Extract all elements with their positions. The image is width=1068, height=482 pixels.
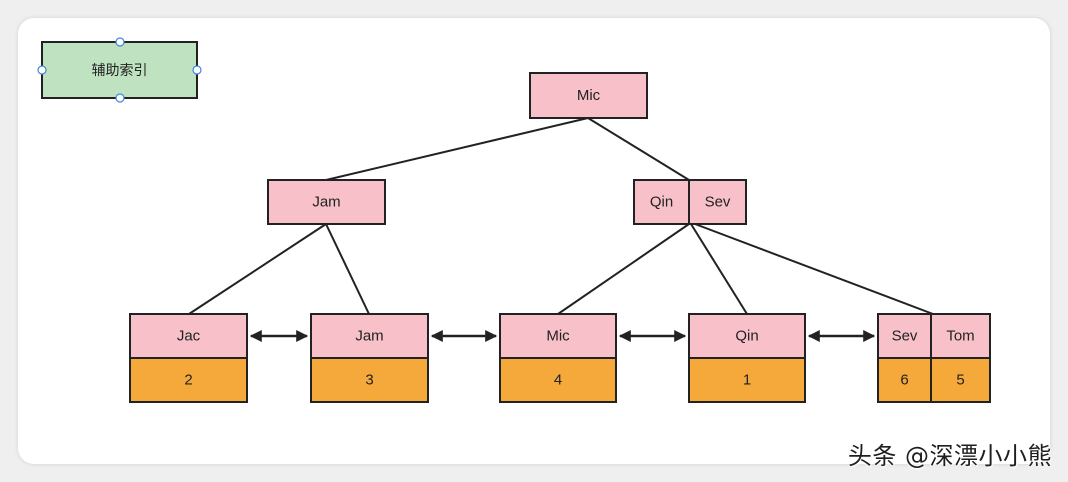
internal-key-label: Jam — [312, 194, 340, 211]
leaf-value-label: 2 — [184, 372, 192, 389]
leaf-value-cell — [310, 357, 429, 403]
leaf-value-label: 5 — [956, 372, 964, 389]
leaf-value-cell — [499, 357, 617, 403]
leaf-key-label: Mic — [546, 328, 570, 345]
leaf-key-label: Qin — [735, 328, 758, 345]
leaf-node: Jac 2 — [129, 313, 248, 403]
tree-edge-jam-to-leaf-1 — [188, 223, 327, 315]
leaf-value-cell — [129, 357, 248, 403]
leaf-key-cell — [930, 313, 991, 359]
legend-label: 辅助索引 — [92, 62, 148, 78]
leaf-node: Qin 1 — [688, 313, 806, 403]
resize-handle-bottom[interactable] — [115, 93, 125, 103]
internal-node-jam: Jam — [267, 179, 386, 225]
leaf-key-cell — [688, 313, 806, 359]
tree-edge-root-to-qin-sev — [587, 117, 690, 181]
resize-handle-left[interactable] — [37, 65, 47, 75]
internal-key-label: Qin — [650, 194, 673, 211]
leaf-value-cell — [688, 357, 806, 403]
leaf-value-cell — [930, 357, 991, 403]
leaf-key-label: Jac — [177, 328, 201, 345]
leaf-value-label: 1 — [743, 372, 751, 389]
leaf-key-label: Sev — [892, 328, 918, 345]
resize-handle-top[interactable] — [115, 37, 125, 47]
resize-handle-right[interactable] — [192, 65, 202, 75]
leaf-key-cell — [129, 313, 248, 359]
leaf-node: Sev Tom 6 5 — [877, 313, 991, 403]
leaf-value-label: 3 — [365, 372, 373, 389]
internal-key-cell — [688, 179, 747, 225]
leaf-key-cell — [310, 313, 429, 359]
root-node: Mic — [529, 72, 648, 119]
leaf-key-label: Jam — [355, 328, 383, 345]
tree-edge-jam-to-leaf-2 — [325, 223, 370, 315]
root-key-cell — [529, 72, 648, 119]
internal-key-label: Sev — [705, 194, 731, 211]
leaf-node: Mic 4 — [499, 313, 617, 403]
leaf-value-cell — [877, 357, 932, 403]
legend-box[interactable] — [41, 41, 198, 99]
leaf-key-label: Tom — [946, 328, 974, 345]
tree-edge-qin-sev-to-leaf-5 — [694, 223, 934, 315]
tree-edges — [188, 117, 934, 315]
leaf-value-label: 6 — [900, 372, 908, 389]
leaf-node: Jam 3 — [310, 313, 429, 403]
leaf-key-cell — [499, 313, 617, 359]
root-key-label: Mic — [577, 87, 601, 104]
watermark: 头条 @深漂小小熊 — [847, 442, 1052, 470]
legend-shape[interactable]: 辅助索引 — [37, 37, 202, 103]
leaf-value-label: 4 — [554, 372, 562, 389]
internal-key-cell — [267, 179, 386, 225]
internal-node-qin-sev: Qin Sev — [633, 179, 747, 225]
tree-edge-root-to-jam — [325, 117, 589, 181]
tree-edge-qin-sev-to-leaf-3 — [557, 223, 690, 315]
tree-edge-qin-sev-to-leaf-4 — [690, 223, 748, 315]
